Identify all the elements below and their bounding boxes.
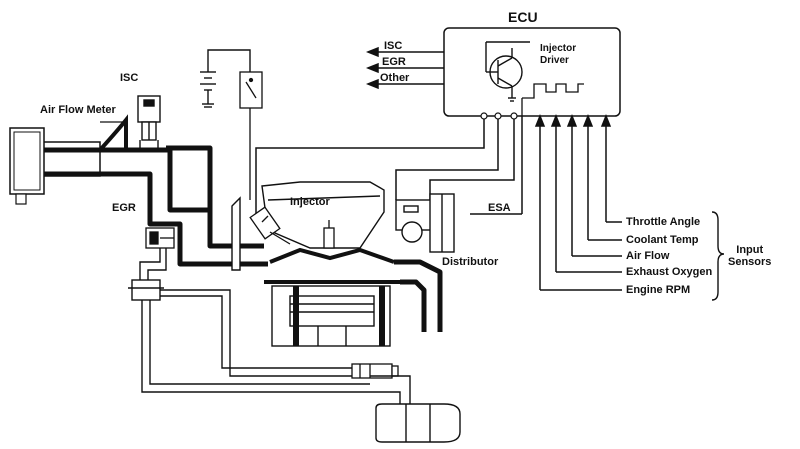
sensor-exhaust-oxygen: Exhaust Oxygen <box>626 266 713 278</box>
egr-valve-icon <box>145 227 175 249</box>
injector-label: Injector <box>290 196 330 208</box>
spark-plug-icon <box>323 220 335 249</box>
sensor-throttle-angle: Throttle Angle <box>626 216 701 228</box>
distributor-icon <box>395 193 455 253</box>
battery-icon <box>200 49 251 108</box>
isc-valve-icon <box>137 95 161 150</box>
sensor-input-lines <box>534 113 622 291</box>
combustion-chamber <box>264 247 400 284</box>
ecu-output-arrows <box>365 46 444 90</box>
egr-label: EGR <box>112 202 136 214</box>
injector-icon <box>249 206 291 245</box>
injector-driver-label: Injector Driver <box>540 43 577 66</box>
ecu-terminal-circles <box>480 112 518 120</box>
intake-duct <box>44 145 268 267</box>
output-isc-label: ISC <box>384 40 403 52</box>
catalytic-converter-icon <box>370 375 461 443</box>
exhaust-manifold <box>394 259 443 332</box>
sensor-air-flow: Air Flow <box>626 250 670 262</box>
sensor-coolant-temp: Coolant Temp <box>626 234 699 246</box>
sensor-engine-rpm: Engine RPM <box>626 284 691 296</box>
output-egr-label: EGR <box>382 56 406 68</box>
engine-head <box>231 181 385 271</box>
injector-driver-transistor <box>485 41 530 102</box>
pulse-waveform-icon <box>522 83 584 99</box>
output-other-label: Other <box>380 72 410 84</box>
input-sensors-label: Input Sensors <box>728 244 772 268</box>
ecu-wiring <box>255 116 523 220</box>
ecu-title: ECU <box>508 9 538 25</box>
distributor-label: Distributor <box>442 256 499 268</box>
ecu-box <box>443 27 621 117</box>
air-flow-meter-label: Air Flow Meter <box>40 104 116 116</box>
egr-pipe <box>128 248 370 393</box>
esa-label: ESA <box>488 202 511 214</box>
isc-label: ISC <box>120 72 139 84</box>
cylinder-piston <box>271 285 391 347</box>
relay-switch-icon <box>239 71 263 200</box>
input-sensors-brace <box>711 211 725 301</box>
air-flow-meter-icon <box>9 114 128 205</box>
